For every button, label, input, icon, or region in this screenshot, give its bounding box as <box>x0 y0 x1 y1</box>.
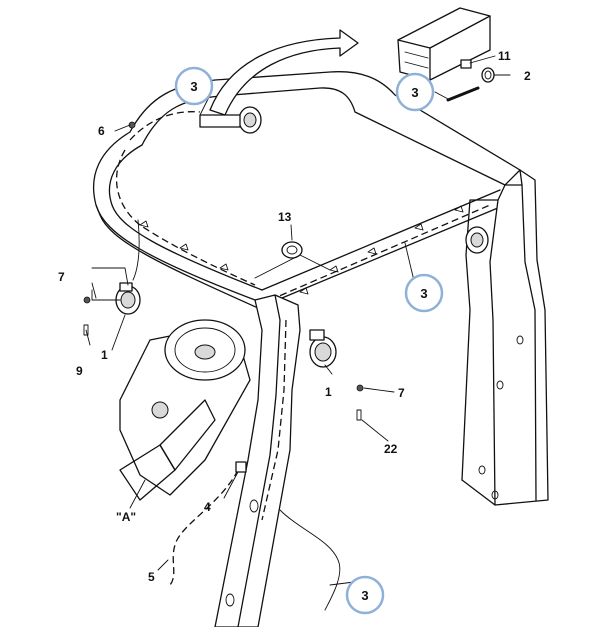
label-6: 6 <box>98 124 105 138</box>
label-22: 22 <box>384 442 398 456</box>
svg-text:3: 3 <box>411 85 418 100</box>
label-4: 4 <box>204 500 211 514</box>
steering-console-icon <box>119 319 251 501</box>
callout-3-right-top: 3 <box>395 72 435 112</box>
callout-3-right-mid: 3 <box>404 273 444 313</box>
svg-text:3: 3 <box>361 588 368 603</box>
lamp-right-icon <box>309 329 337 368</box>
light-housing-icon <box>397 7 491 81</box>
beacon-socket-icon <box>281 241 303 259</box>
label-1-right: 1 <box>325 385 332 399</box>
callout-3-bottom: 3 <box>345 575 385 615</box>
label-5: 5 <box>148 570 155 584</box>
lamp-rear-icon <box>465 226 489 254</box>
callout-3-top: 3 <box>174 66 214 106</box>
svg-text:3: 3 <box>420 286 427 301</box>
label-2: 2 <box>524 69 531 83</box>
svg-text:3: 3 <box>190 79 197 94</box>
label-A: "A" <box>116 510 136 524</box>
routing-arrow-icon <box>209 29 359 116</box>
lamp-left-icon <box>115 282 141 315</box>
lamp-top-icon <box>199 106 262 134</box>
label-11: 11 <box>498 49 511 63</box>
label-7-right: 7 <box>398 386 405 400</box>
label-9: 9 <box>76 364 83 378</box>
label-7-left: 7 <box>58 270 65 284</box>
label-1-left: 1 <box>101 348 108 362</box>
seal-ring-icon <box>481 67 495 83</box>
label-13: 13 <box>278 210 292 224</box>
rops-frame <box>92 71 549 627</box>
